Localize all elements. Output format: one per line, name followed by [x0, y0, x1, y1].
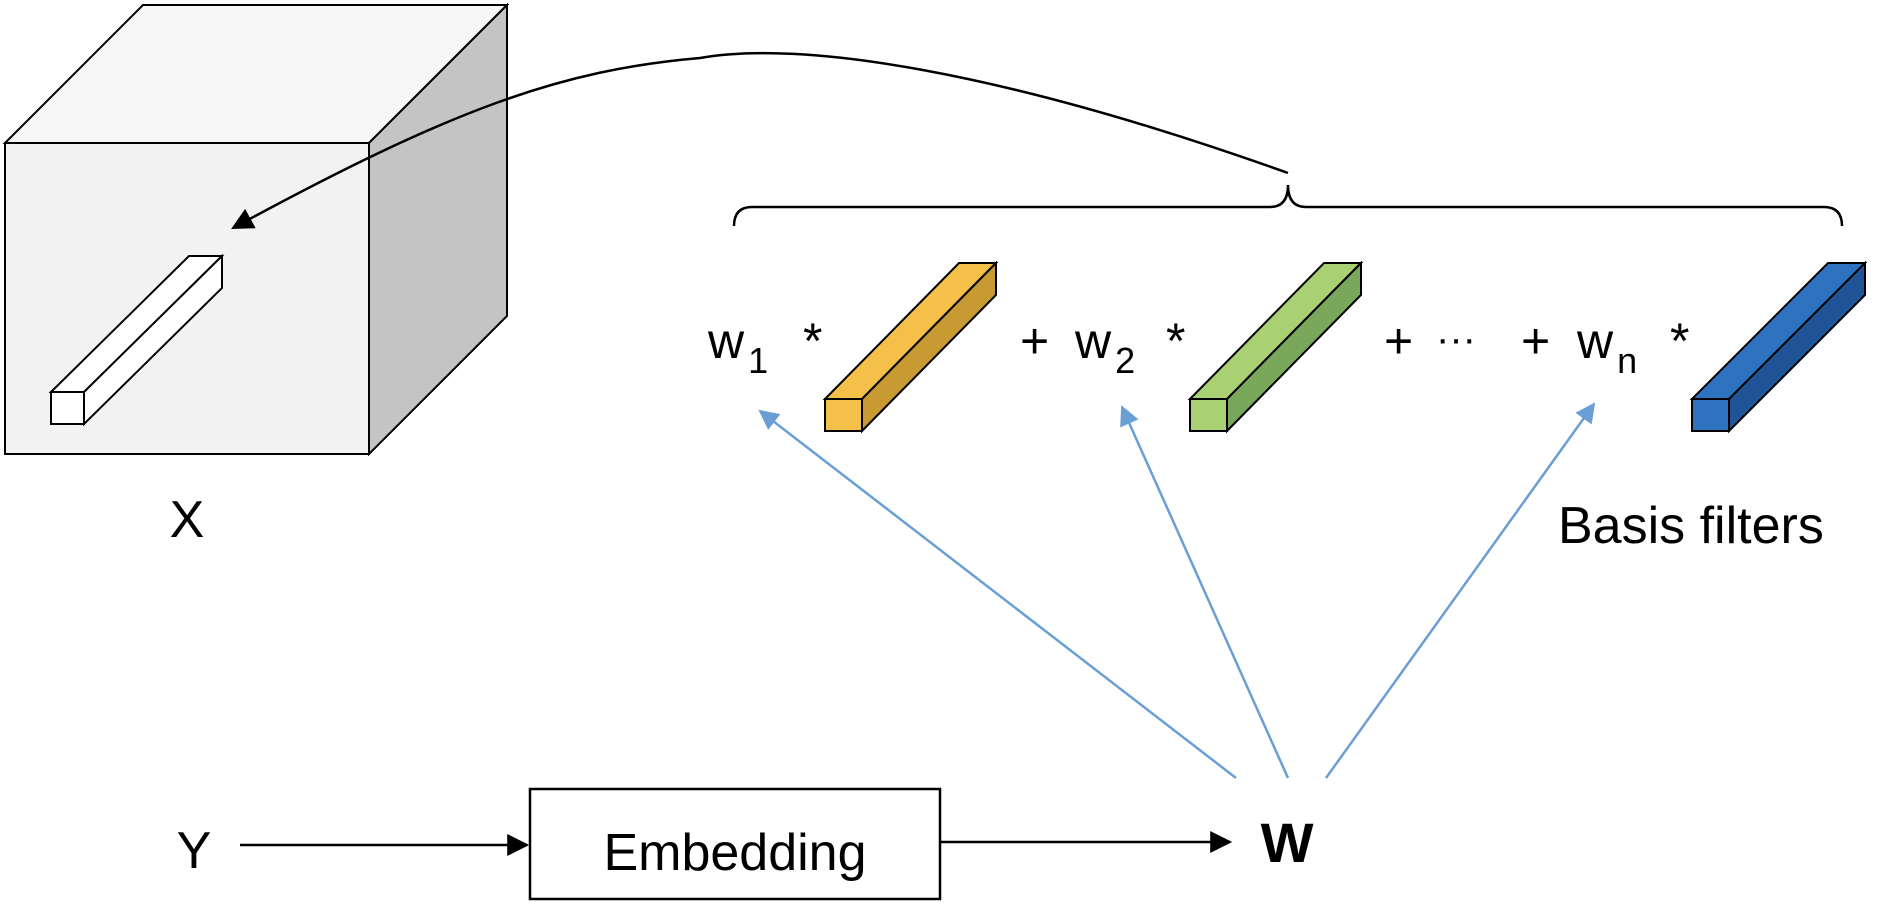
ellipsis: ···: [1436, 317, 1476, 361]
weight-arrows: [758, 402, 1596, 779]
weight-letter: w: [707, 313, 745, 369]
weight-letter: w: [1074, 313, 1112, 369]
subscript-n: n: [1617, 340, 1637, 381]
plus-2: +: [1384, 313, 1413, 369]
curve-arrow: [231, 51, 1289, 230]
plus-3: +: [1521, 313, 1550, 369]
input-tensor-cube: [2, 2, 510, 457]
star-1: *: [803, 313, 822, 369]
label-x: X: [170, 491, 205, 549]
arrow-to-w2: [1120, 405, 1290, 779]
embedding-label: Embedding: [603, 824, 866, 882]
label-w-bold: W: [1261, 811, 1314, 874]
weight-letter: w: [1576, 313, 1614, 369]
star-2: *: [1166, 313, 1185, 369]
plus-1: +: [1020, 313, 1049, 369]
subscript-1: 1: [748, 340, 768, 381]
label-y: Y: [177, 822, 212, 880]
arrow-to-wn: [1324, 402, 1596, 779]
label-basis-filters: Basis filters: [1558, 497, 1824, 555]
filter-n-icon: [1689, 260, 1868, 434]
white-bar-icon: [48, 253, 225, 427]
star-n: *: [1670, 313, 1689, 369]
embedding-box: [528, 787, 942, 901]
filter-1-icon: [822, 260, 999, 434]
subscript-2: 2: [1115, 340, 1135, 381]
curly-brace: [732, 184, 1844, 227]
filter-2-icon: [1187, 260, 1364, 434]
arrow-to-w1: [758, 409, 1237, 779]
